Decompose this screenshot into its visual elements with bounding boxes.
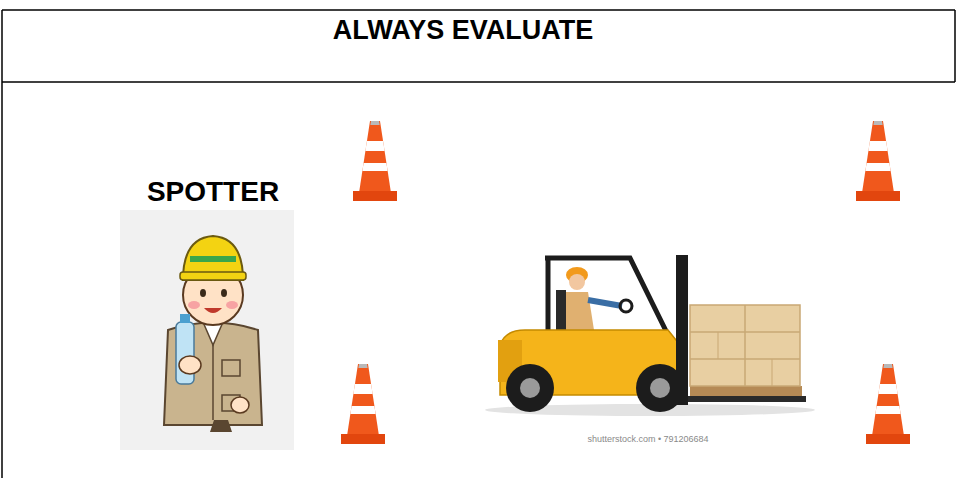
watermark: shutterstock.com • 791206684 xyxy=(587,434,708,444)
traffic-cone xyxy=(353,121,397,201)
traffic-cone xyxy=(341,364,385,444)
forklift xyxy=(485,255,815,416)
frame xyxy=(2,10,955,478)
title: ALWAYS EVALUATE xyxy=(333,15,594,46)
figure-label: SPOTTER xyxy=(147,176,279,208)
traffic-cone xyxy=(856,121,900,201)
traffic-cone xyxy=(866,364,910,444)
spotter-figure xyxy=(120,210,294,450)
